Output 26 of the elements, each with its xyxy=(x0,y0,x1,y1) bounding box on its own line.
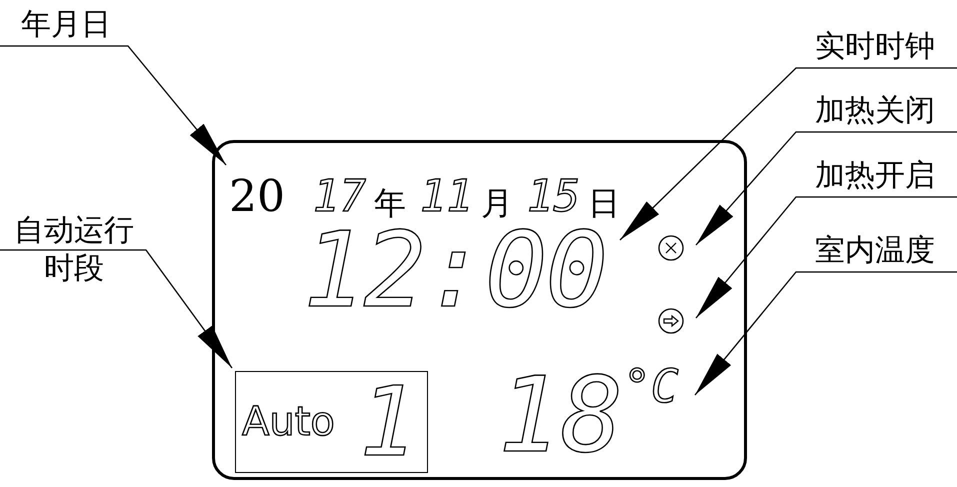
callout-label: 年月日 xyxy=(6,6,126,44)
callout-label: 加热关闭 xyxy=(800,92,950,130)
date-unit: 日 xyxy=(588,187,620,219)
lcd-panel xyxy=(212,140,747,480)
leader-line xyxy=(620,67,957,240)
segment-digits: 11 xyxy=(420,175,473,219)
date-unit: 年 xyxy=(374,187,406,219)
auto-mode-box xyxy=(235,371,428,473)
leader-line xyxy=(696,131,957,246)
segment-digits: 18 xyxy=(498,363,624,467)
segment-digits: 15 xyxy=(526,175,580,219)
callout-label: 实时时钟 xyxy=(800,28,950,66)
segment-digits: 17 xyxy=(313,175,366,219)
callout-label: 加热开启 xyxy=(800,157,950,195)
leader-line xyxy=(0,45,226,166)
leader-line xyxy=(0,249,233,368)
leader-line xyxy=(694,271,957,396)
mode-text: Auto xyxy=(242,402,335,442)
segment-digits: 12:00 xyxy=(303,218,606,322)
leader-line xyxy=(696,196,957,318)
segment-digits: 1 xyxy=(359,374,417,470)
callout-label: 室内温度 xyxy=(800,232,950,270)
date-unit: 月 xyxy=(480,187,513,219)
unit-symbol: °C xyxy=(623,363,679,409)
callout-label: 自动运行时段 xyxy=(4,212,144,288)
year-prefix: 20 xyxy=(229,175,285,219)
